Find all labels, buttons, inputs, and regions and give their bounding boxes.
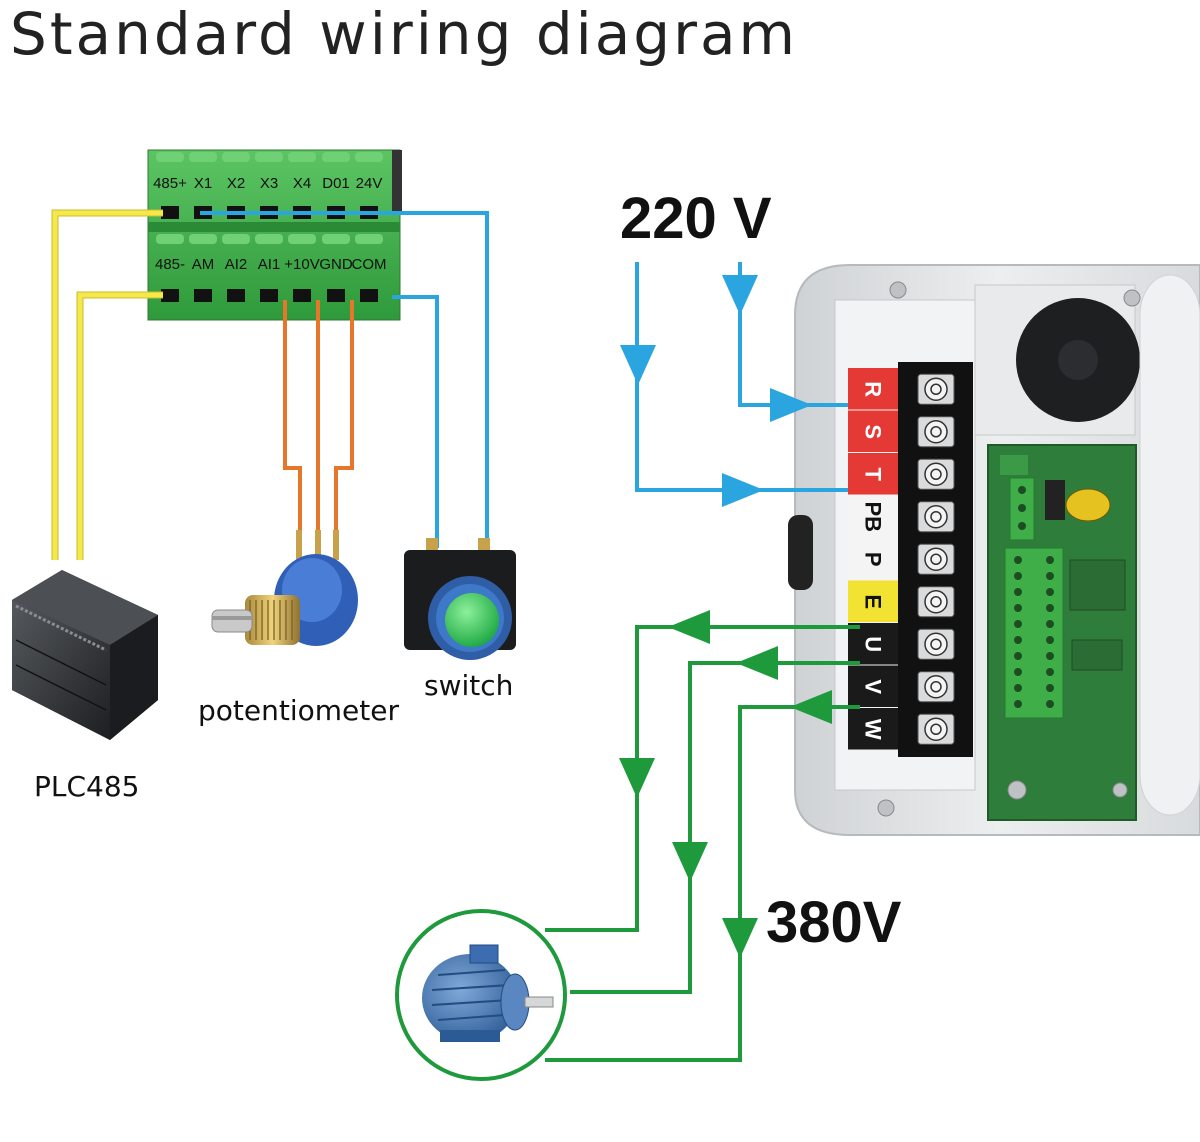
power-terminal-tag — [848, 623, 898, 665]
power-terminal-label: W — [861, 719, 886, 740]
input-voltage-label: 220 V — [620, 186, 772, 251]
power-terminal-label: E — [861, 594, 886, 609]
terminal-screw — [924, 420, 948, 444]
terminal-slot — [194, 289, 212, 302]
switch-label: switch — [424, 669, 513, 702]
terminal-screw — [924, 590, 948, 614]
terminal-label-top: 485+ — [153, 175, 187, 192]
switch-component — [404, 538, 516, 660]
terminal-slot — [161, 289, 179, 302]
terminal-label-bottom: AI1 — [258, 256, 281, 273]
terminal-slot — [161, 206, 179, 219]
terminal-screw — [924, 717, 948, 741]
power-terminal-tag — [848, 708, 898, 750]
power-terminal-label: V — [861, 679, 886, 694]
terminal-label-bottom: +10V — [284, 256, 319, 273]
terminal-slot — [360, 289, 378, 302]
terminal-screw — [924, 505, 948, 529]
orange-wires-potentiometer — [283, 300, 354, 540]
blue-wires-switch — [200, 211, 489, 548]
terminal-slot — [227, 289, 245, 302]
power-terminal-tag — [848, 538, 898, 580]
terminal-screw — [924, 547, 948, 571]
power-terminal-label: T — [861, 468, 886, 482]
terminal-slot — [260, 289, 278, 302]
power-terminal-tag — [848, 580, 898, 622]
potentiometer-label: potentiometer — [198, 694, 399, 727]
output-voltage-label: 380V — [766, 890, 902, 955]
terminal-label-top: X2 — [227, 175, 245, 192]
terminal-screw — [924, 675, 948, 699]
power-terminal-tag — [848, 495, 898, 537]
power-terminal-tag — [848, 665, 898, 707]
terminal-label-bottom: 485- — [155, 256, 185, 273]
power-terminal-label: U — [861, 636, 886, 652]
terminal-screw — [924, 377, 948, 401]
terminal-slot — [327, 289, 345, 302]
terminal-label-top: X1 — [194, 175, 212, 192]
blue-input-arrows — [620, 275, 812, 507]
power-terminal-label: R — [861, 381, 886, 397]
yellow-wires-485 — [51, 209, 163, 560]
power-terminal-label: P — [861, 552, 886, 567]
control-pcb — [987, 444, 1137, 821]
power-terminal-tag — [848, 368, 898, 410]
green-output-arrows — [619, 610, 832, 958]
terminal-screw — [924, 462, 948, 486]
plc-label: PLC485 — [34, 770, 139, 803]
power-terminal-label: S — [861, 424, 886, 439]
power-terminal-tag — [848, 410, 898, 452]
terminal-label-top: X3 — [260, 175, 278, 192]
terminal-label-top: X4 — [293, 175, 311, 192]
power-terminal-strip: R S T PB P E U V W — [848, 362, 973, 757]
power-terminal-tag — [848, 453, 898, 495]
terminal-screw — [924, 632, 948, 656]
diagram-title: Standard wiring diagram — [10, 0, 798, 68]
terminal-slot — [293, 289, 311, 302]
terminal-label-bottom: GND — [319, 256, 353, 273]
terminal-label-bottom: AI2 — [225, 256, 248, 273]
potentiometer-component — [211, 530, 358, 646]
terminal-label-bottom: AM — [192, 256, 215, 273]
motor-component — [395, 909, 567, 1081]
terminal-label-top: D01 — [322, 175, 350, 192]
terminal-label-bottom: COM — [352, 256, 387, 273]
plc-module — [12, 570, 158, 740]
power-terminal-label: PB — [861, 501, 886, 532]
terminal-label-top: 24V — [356, 175, 383, 192]
